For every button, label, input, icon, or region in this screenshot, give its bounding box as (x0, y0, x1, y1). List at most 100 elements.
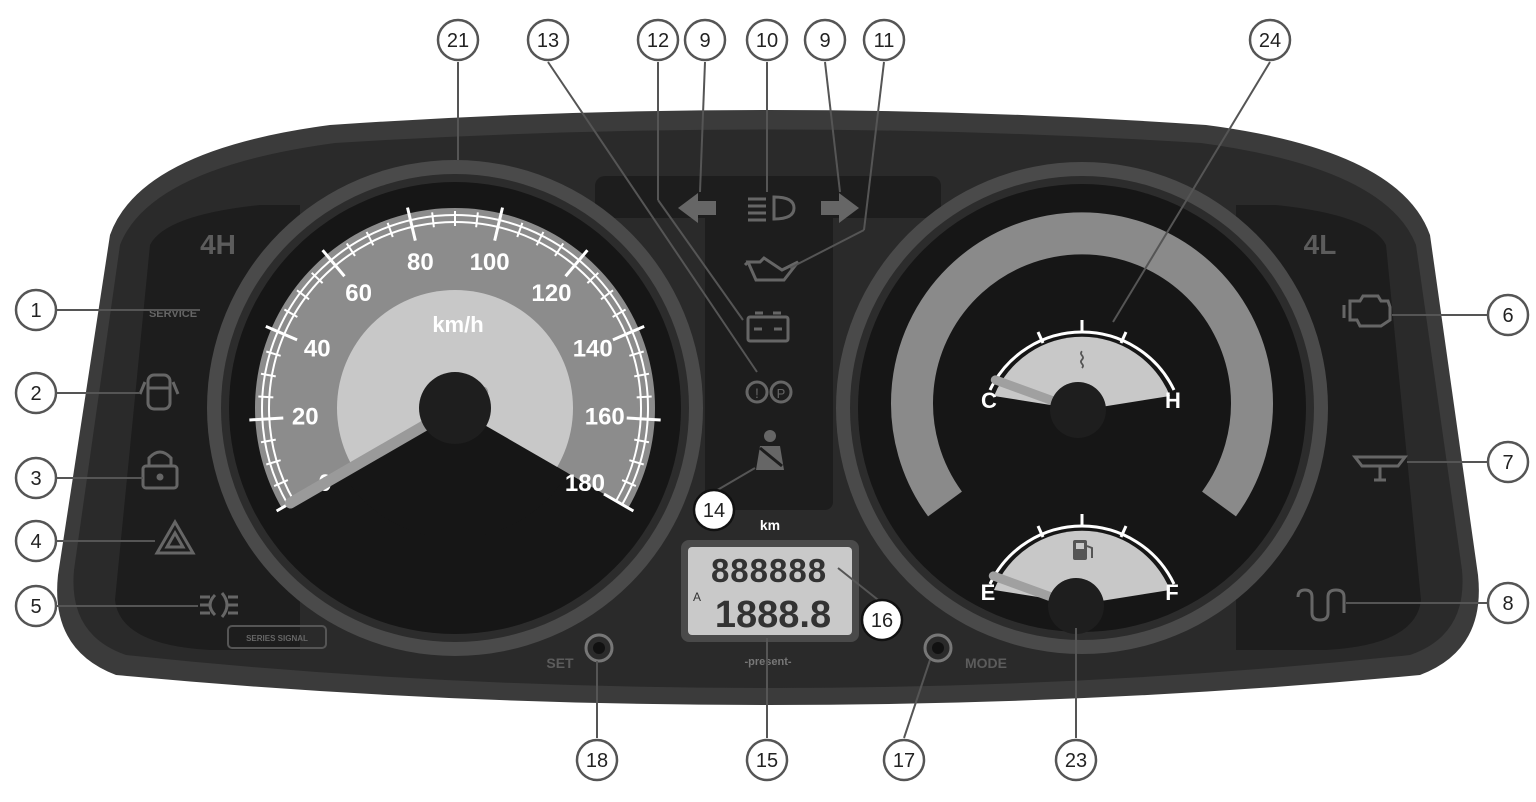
washer-fluid-icon (1351, 455, 1409, 482)
callout-circle-9b (803, 18, 847, 62)
speedometer-minor-tick (386, 222, 394, 238)
speedometer-minor-tick (629, 350, 645, 357)
callout-number-18: 18 (586, 750, 608, 772)
callout-circle-9a (683, 18, 727, 62)
speedometer-minor-tick (600, 289, 614, 301)
speedometer-minor-tick (475, 212, 479, 228)
speedometer-tick-label: 20 (292, 404, 319, 431)
speedometer-minor-tick (554, 242, 565, 257)
dial-outer-arc (891, 212, 1273, 517)
callout-circle-11 (862, 18, 906, 62)
callout-number-7: 7 (1502, 452, 1513, 474)
svg-text:P: P (777, 386, 786, 401)
callout-circle-13 (526, 18, 570, 62)
brand-logo: -present- (744, 656, 791, 668)
brake-warning-icon: ! P (745, 380, 793, 404)
door-ajar-icon (138, 373, 180, 411)
trip-prefix: A (693, 590, 701, 604)
callout-number-11: 11 (874, 30, 895, 52)
set-button[interactable] (584, 633, 614, 663)
fuel-gauge-tick (1119, 525, 1128, 538)
speedometer-minor-tick (265, 350, 281, 357)
temperature-gauge-tick (1036, 331, 1045, 344)
speedometer-tick-label: 180 (565, 470, 605, 497)
callout-circle-16 (860, 598, 904, 642)
callout-circle-10 (745, 18, 789, 62)
callout-circle-14 (692, 488, 736, 532)
callout-number-16: 16 (871, 610, 893, 632)
fuel-gauge: E F (981, 514, 1179, 634)
speedometer-major-tick (406, 207, 417, 241)
callout-number-5: 5 (30, 596, 41, 618)
callout-circle-23 (1054, 738, 1098, 782)
callout-circle-2 (14, 371, 58, 415)
speedometer-minor-tick (365, 231, 375, 246)
fog-lamp-icon (200, 592, 238, 618)
callout-circle-5 (14, 584, 58, 628)
callout-number-13: 13 (537, 30, 559, 52)
temperature-gauge-scale-arc (988, 330, 1176, 391)
speedometer-major-tick (603, 492, 635, 513)
oil-pressure-icon (743, 256, 800, 282)
callout-circle-17 (882, 738, 926, 782)
small-label-plate-text: SERIES SIGNAL (246, 634, 308, 643)
hazard-warning-icon (154, 519, 196, 555)
coolant-temperature-icon: ⌇ (1077, 348, 1088, 373)
callout-number-6: 6 (1502, 305, 1513, 327)
speedometer-minor-tick (260, 438, 276, 444)
speedometer-hub (419, 372, 491, 444)
mode-button-label: MODE (965, 655, 1007, 671)
speedometer-minor-tick (621, 479, 637, 487)
callout-circle-4 (14, 519, 58, 563)
callout-number-2: 2 (30, 383, 41, 405)
speedometer-minor-tick (283, 308, 298, 318)
speedometer-minor-tick (634, 438, 650, 444)
mode-button[interactable] (923, 633, 953, 663)
callout-leader-lines (56, 61, 1489, 739)
speedometer-minor-tick (296, 289, 310, 301)
trip-reading: 1888.8 (715, 594, 831, 636)
callout-circle-15 (745, 738, 789, 782)
callout-circle-12 (636, 18, 680, 62)
speedometer-unit: km/h (432, 312, 483, 337)
callout-number-24: 24 (1259, 30, 1281, 52)
glow-plug-icon (1296, 588, 1346, 622)
speedometer-ticks (249, 207, 661, 513)
callout-number-14: 14 (703, 500, 725, 522)
callout-number-23: 23 (1065, 750, 1087, 772)
speedometer-minor-tick (535, 231, 545, 246)
callout-number-4: 4 (30, 531, 41, 553)
speedometer-minor-tick (258, 395, 274, 399)
callout-number-8: 8 (1502, 593, 1513, 615)
speedometer-tick-label: 140 (573, 336, 613, 363)
speedometer-minor-tick (345, 242, 356, 257)
battery-charge-icon (746, 311, 790, 343)
headlight-high-beam-icon (748, 195, 796, 222)
fuel-gauge-face (994, 530, 1170, 604)
callout-number-17: 17 (893, 750, 915, 772)
temperature-hot-label: H (1165, 388, 1181, 413)
callout-circle-18 (575, 738, 619, 782)
speedometer-minor-tick (311, 272, 324, 284)
speedometer-major-tick (249, 416, 284, 422)
temperature-gauge-tick (1119, 331, 1128, 344)
fuel-gauge-scale-arc (988, 524, 1176, 585)
speedometer-minor-tick (586, 272, 599, 284)
callout-circle-24 (1248, 18, 1292, 62)
callout-number-12: 12 (647, 30, 669, 52)
callout-circle-1 (14, 288, 58, 332)
fuel-full-label: F (1165, 580, 1178, 605)
odometer-unit: km (760, 517, 780, 533)
callout-circle-6 (1486, 293, 1530, 337)
temperature-cold-label: C (981, 388, 997, 413)
speedometer-tick-label: 60 (345, 280, 372, 307)
temp-fuel-dial: ⌇ C H E F (836, 162, 1328, 654)
fuel-gauge-tick (1036, 525, 1045, 538)
fuel-pump-icon (1073, 540, 1093, 560)
fuel-gauge-hub (1048, 578, 1104, 634)
callout-circle-7 (1486, 440, 1530, 484)
speedometer-minor-tick (516, 222, 524, 238)
center-warning-column (705, 205, 833, 510)
callout-number-3: 3 (30, 468, 41, 490)
